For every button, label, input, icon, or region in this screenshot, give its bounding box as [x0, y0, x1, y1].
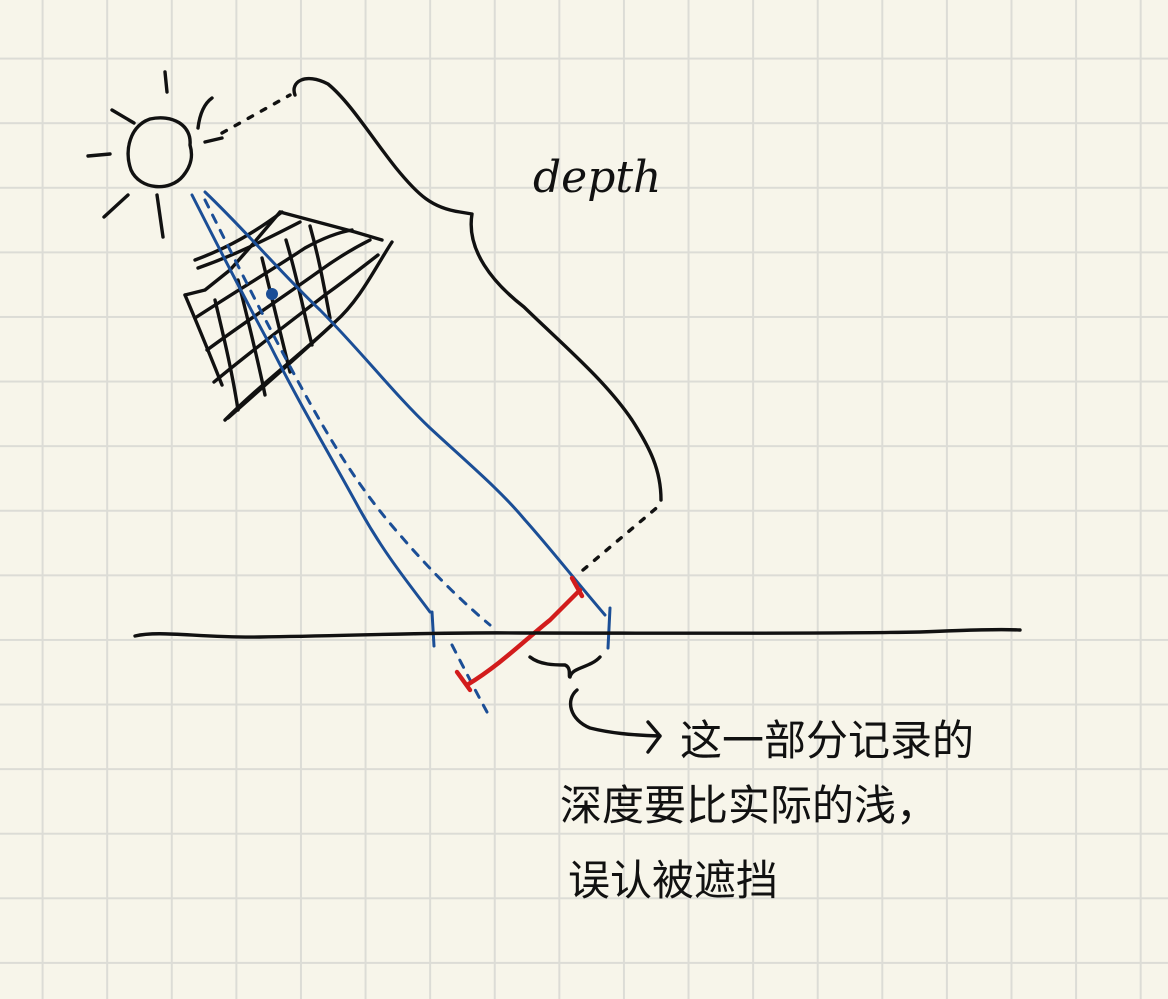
arrow-to-note	[568, 688, 662, 738]
note-line-2: 深度要比实际的浅，	[560, 781, 938, 830]
sun-icon	[86, 70, 224, 239]
depth-dotted-line-top	[220, 93, 292, 135]
note-line-1: 这一部分记录的	[680, 716, 974, 765]
depth-brace	[292, 77, 663, 502]
depth-error-segment	[454, 575, 585, 693]
shadow-map-grid	[183, 210, 394, 422]
light-frustum	[190, 190, 612, 714]
surface-line	[133, 627, 1022, 639]
depth-dotted-line-bottom	[581, 503, 662, 572]
sample-texel-dot	[266, 288, 278, 300]
note-line-3: 误认被遮挡	[568, 856, 778, 905]
depth-label: depth	[533, 152, 661, 203]
small-brace	[528, 655, 602, 679]
